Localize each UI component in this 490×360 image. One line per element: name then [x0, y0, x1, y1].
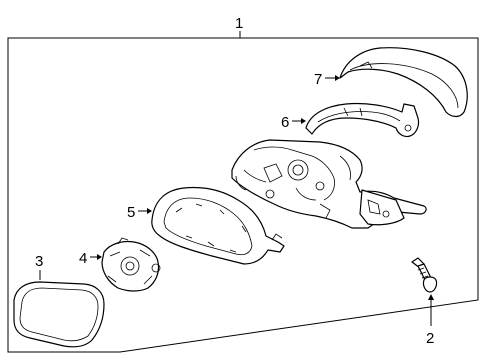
mirror-glass-part [13, 281, 105, 348]
mirror-actuator-part [101, 237, 161, 292]
mirror-cover-part [339, 47, 468, 118]
callout-7-label: 7 [314, 71, 322, 88]
callout-1-label: 1 [235, 15, 243, 32]
mounting-bolt-part [411, 257, 438, 293]
turn-signal-part [305, 102, 420, 138]
callout-7-arrow [335, 75, 340, 81]
callout-4-label: 4 [79, 250, 87, 267]
mirror-housing-assembly [231, 139, 427, 229]
assembly-outline [7, 37, 479, 353]
mirror-frame-part [151, 186, 285, 265]
callout-2-label: 2 [426, 330, 434, 347]
callout-6-label: 6 [281, 114, 289, 131]
callout-5-label: 5 [127, 204, 135, 221]
callout-4-arrow [97, 254, 102, 260]
callout-6-arrow [301, 118, 306, 124]
callout-3-label: 3 [35, 253, 43, 270]
callout-2-arrow [428, 294, 434, 300]
callout-5-arrow [147, 208, 152, 214]
